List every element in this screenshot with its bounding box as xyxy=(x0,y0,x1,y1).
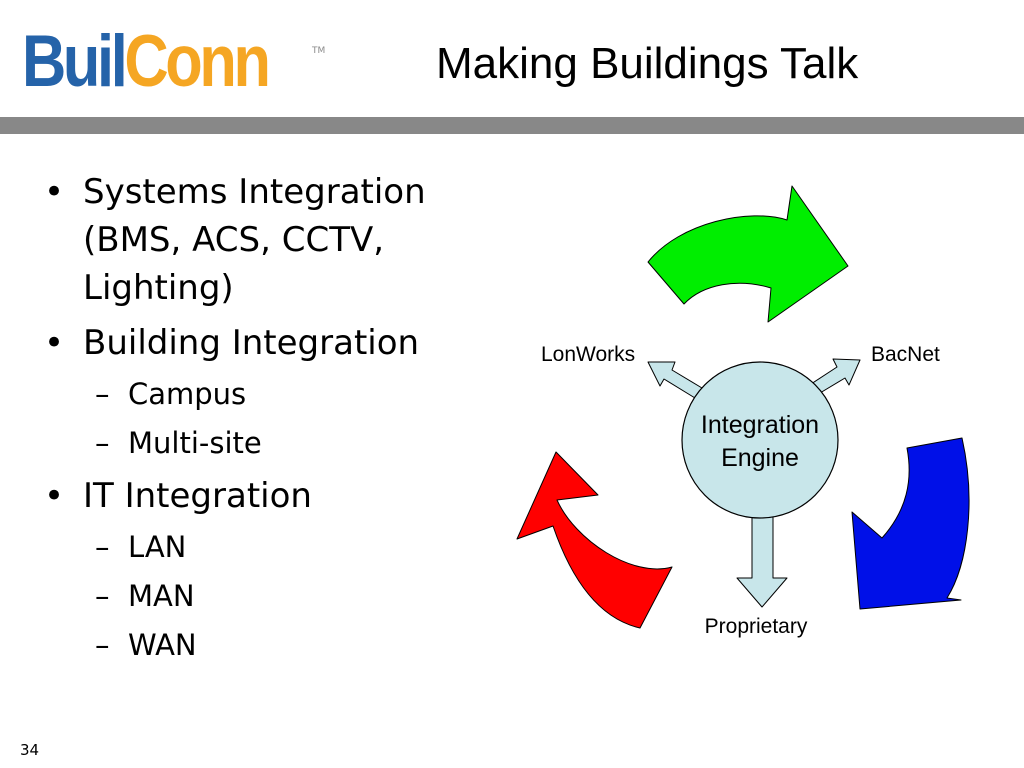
sub-list-it: – LAN – MAN – WAN xyxy=(40,527,460,665)
label-proprietary: Proprietary xyxy=(705,615,808,638)
green-curved-arrow xyxy=(647,185,849,323)
label-bacnet: BacNet xyxy=(871,343,940,366)
sub-item-wan: – WAN xyxy=(40,625,460,665)
sub-item-text: LAN xyxy=(128,530,187,564)
sub-list-building: – Campus – Multi-site xyxy=(40,374,460,463)
dash-mark: – xyxy=(95,377,110,411)
sub-item-text: MAN xyxy=(128,579,195,613)
bullet-item-systems-integration: • Systems Integration (BMS, ACS, CCTV, L… xyxy=(40,168,460,312)
bullet-item-it-integration: • IT Integration xyxy=(40,472,460,520)
dash-mark: – xyxy=(95,628,110,662)
bullet-mark: • xyxy=(44,323,65,363)
engine-label-line2: Engine xyxy=(721,444,799,472)
sub-item-man: – MAN xyxy=(40,576,460,616)
dash-mark: – xyxy=(95,426,110,460)
sub-item-text: Campus xyxy=(128,377,247,411)
spoke-arrow-left xyxy=(647,361,703,399)
engine-label-line1: Integration xyxy=(701,411,819,439)
logo-trademark: TM xyxy=(312,46,326,56)
logo-text-buil: Buil xyxy=(22,21,128,102)
bullet-list: • Systems Integration (BMS, ACS, CCTV, L… xyxy=(40,168,460,674)
bullet-mark: • xyxy=(44,476,65,516)
logo-text-conn: Conn xyxy=(124,21,271,102)
bullet-item-building-integration: • Building Integration xyxy=(40,319,460,367)
sub-item-text: Multi-site xyxy=(128,426,262,460)
sub-item-multi-site: – Multi-site xyxy=(40,423,460,463)
blue-curved-arrow xyxy=(851,437,970,610)
bullet-text: Systems Integration (BMS, ACS, CCTV, Lig… xyxy=(83,172,426,308)
sub-item-campus: – Campus xyxy=(40,374,460,414)
dash-mark: – xyxy=(95,579,110,613)
sub-item-text: WAN xyxy=(128,628,197,662)
bullet-text: IT Integration xyxy=(83,476,312,516)
integration-engine-circle xyxy=(681,361,839,519)
slide-title: Making Buildings Talk xyxy=(436,39,859,88)
dash-mark: – xyxy=(95,530,110,564)
red-curved-arrow xyxy=(516,451,673,629)
page-number: 34 xyxy=(20,741,40,759)
spoke-arrow-bottom xyxy=(736,511,788,608)
label-lonworks: LonWorks xyxy=(541,343,635,366)
bullet-text: Building Integration xyxy=(83,323,420,363)
builconn-logo: BuilConn TM xyxy=(22,25,325,98)
header-rule xyxy=(0,117,1024,134)
bullet-mark: • xyxy=(44,172,65,212)
sub-item-lan: – LAN xyxy=(40,527,460,567)
